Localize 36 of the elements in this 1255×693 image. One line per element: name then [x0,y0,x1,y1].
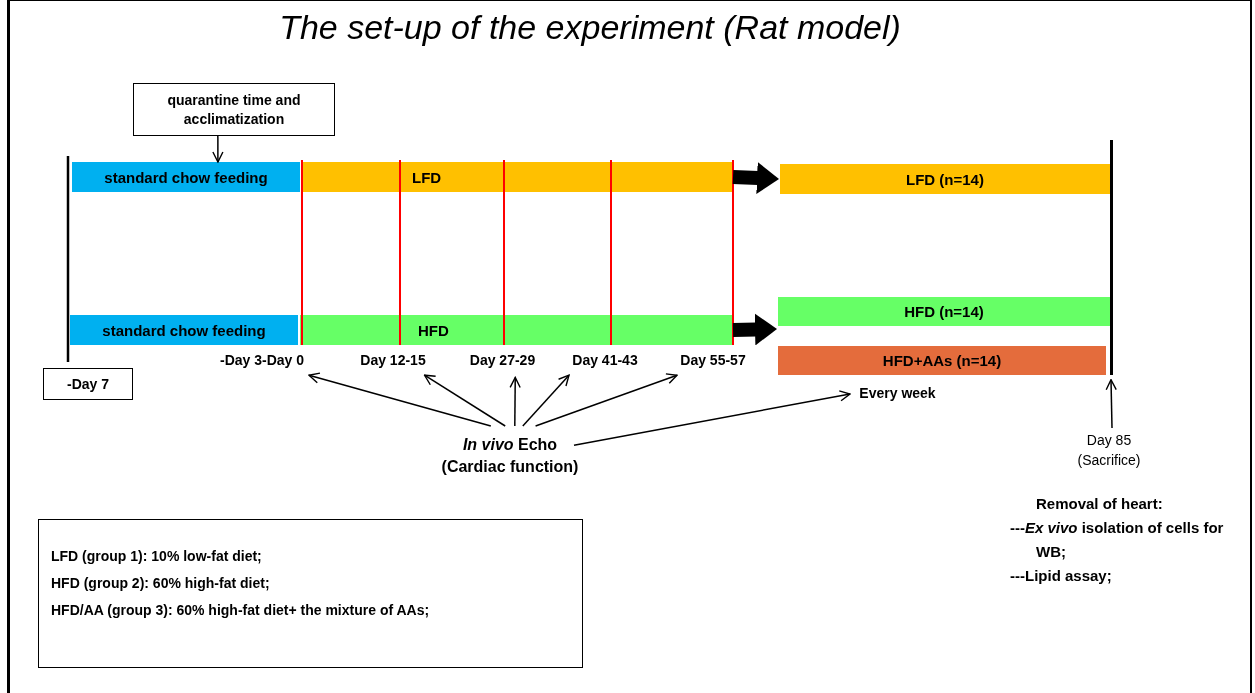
description-text: HFD/AA (group 3): 60% high-fat diet+ the mixture of AAs; [51,602,431,618]
time-point-label: Day 41-43 [560,351,650,373]
description-text: LFD (group 1): 10% low-fat diet; [51,548,263,564]
timeline-bar: standard chow feeding [70,315,298,345]
note-text: ---Ex vivo isolation of cells for WB; [1010,518,1225,562]
arrow [423,374,506,427]
note-text: Removal of heart: [1035,494,1164,514]
arrow [522,374,570,427]
description-text: HFD (group 2): 60% high-fat diet; [51,575,271,591]
note-box: -Day 7 [43,368,133,400]
note-box: quarantine time and acclimatization [133,83,335,136]
arrow [534,373,678,427]
block-arrow [732,162,779,194]
group-description-box [38,519,583,668]
timeline-bar: HFD (n=14) [778,297,1110,326]
title: The set-up of the experiment (Rat model) [278,8,902,47]
timeline-bar: LFD (n=14) [780,164,1110,194]
timeline-bar: HFD [300,315,733,345]
arrow [308,372,492,427]
note-text: ---Lipid assay; [1010,566,1113,586]
time-point-label: Day 55-57 [668,351,758,373]
time-point-label: -Day 3-Day 0 [212,351,312,373]
measurement-label: In vivo Echo (Cardiac function) [430,426,590,490]
arrow [1105,378,1117,429]
timeline-bar: HFD+AAs (n=14) [778,346,1106,375]
time-point-label: Day 27-29 [460,351,545,373]
timeline-bar: standard chow feeding [72,162,300,192]
arrow [573,390,851,446]
time-point-label: Day 85 (Sacrifice) [1066,428,1152,472]
arrow [212,135,224,163]
time-point-label: Every week [850,384,945,404]
arrow [509,376,521,427]
timeline-end-bar [1109,140,1113,375]
timeline-bar: LFD [302,162,733,192]
time-point-label: Day 12-15 [348,351,438,373]
block-arrow [732,313,777,346]
